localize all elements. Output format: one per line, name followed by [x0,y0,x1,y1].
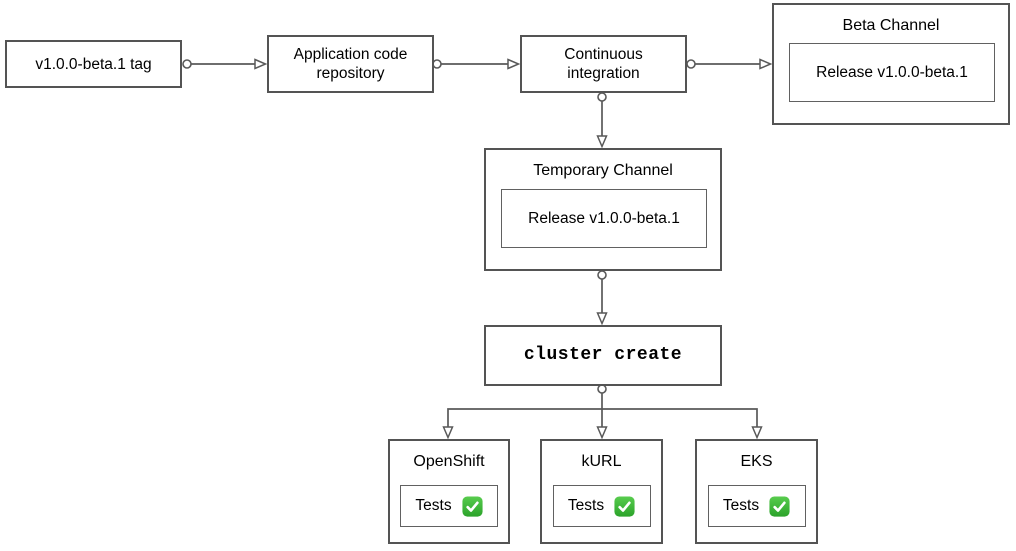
tests-label: Tests [722,497,760,514]
version-tag-label: v1.0.0-beta.1 tag [35,55,152,73]
edge-start-circle [182,59,192,69]
edge-start-circle [432,59,442,69]
arrowhead-right [254,58,268,70]
arrowhead-down [596,312,608,326]
beta-channel-title: Beta Channel [842,17,940,34]
continuous-integration-label: Continuous integration [564,46,643,82]
arrowhead-down [442,426,454,440]
node-app-code-repository: Application code repository [267,35,434,93]
edge-start-circle [686,59,696,69]
app-code-repository-label: Application code repository [293,46,408,82]
edge-cluster-to-eks [602,408,758,427]
node-eks: EKS Tests [695,439,818,544]
kurl-tests-box: Tests [552,485,651,527]
node-temporary-release: Release v1.0.0-beta.1 [501,189,707,248]
check-mark-button-icon [614,495,635,517]
arrowhead-down [751,426,763,440]
node-beta-channel: Beta Channel Release v1.0.0-beta.1 [772,3,1010,125]
node-continuous-integration: Continuous integration [520,35,687,93]
arrowhead-down [596,426,608,440]
edge-cluster-to-openshift [447,393,603,427]
openshift-tests-box: Tests [400,485,498,527]
node-temporary-channel: Temporary Channel Release v1.0.0-beta.1 [484,148,722,271]
node-openshift: OpenShift Tests [388,439,510,544]
temporary-release-label: Release v1.0.0-beta.1 [528,209,680,227]
temporary-channel-title: Temporary Channel [533,162,673,179]
openshift-title: OpenShift [413,453,485,470]
node-version-tag: v1.0.0-beta.1 tag [5,40,182,88]
arrowhead-down [596,135,608,149]
eks-title: EKS [740,453,773,470]
edge-start-circle [597,92,607,102]
check-mark-button-icon [462,495,483,517]
node-kurl: kURL Tests [540,439,663,544]
arrowhead-right [507,58,521,70]
arrowhead-right [759,58,773,70]
cluster-create-label: cluster create [523,345,683,365]
check-mark-button-icon [769,495,790,517]
tests-label: Tests [567,497,605,514]
tests-label: Tests [415,497,452,514]
edge-start-circle [597,384,607,394]
node-beta-release: Release v1.0.0-beta.1 [789,43,995,102]
edge-start-circle [597,270,607,280]
kurl-title: kURL [581,453,622,470]
node-cluster-create: cluster create [484,325,722,386]
eks-tests-box: Tests [707,485,806,527]
beta-release-label: Release v1.0.0-beta.1 [816,63,968,81]
